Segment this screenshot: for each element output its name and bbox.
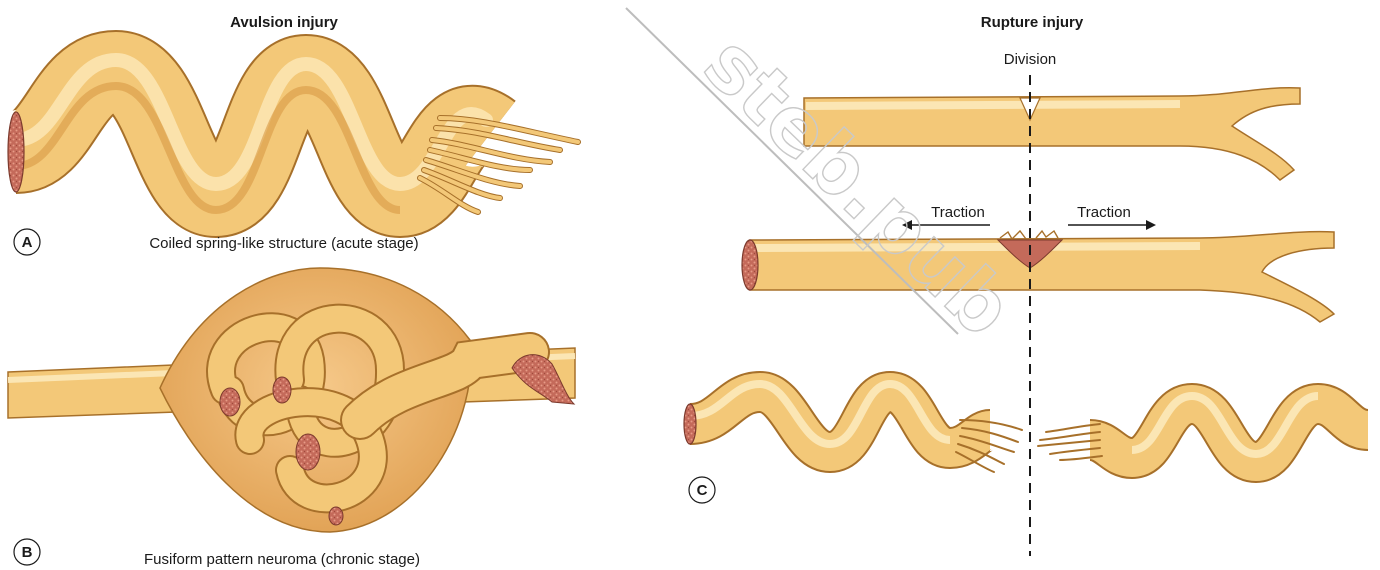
traction-arrow-right (1068, 220, 1156, 230)
cut-surface-acute (8, 112, 24, 192)
svg-text:B: B (22, 544, 33, 561)
svg-text:C: C (697, 482, 708, 499)
svg-text:A: A (22, 234, 33, 251)
nerve-rupture-proximal (684, 384, 1022, 472)
division-label: Division (1004, 51, 1057, 68)
rupture-title: Rupture injury (981, 14, 1084, 31)
panel-a-label: A (14, 229, 40, 255)
panel-c-label: C (689, 477, 715, 503)
panel-b-caption: Fusiform pattern neuroma (chronic stage) (144, 551, 420, 568)
fusiform-neuroma-chronic (8, 268, 575, 532)
nerve-traction-stage (742, 231, 1334, 322)
coiled-nerve-acute (8, 60, 578, 212)
traction-label-right: Traction (1077, 204, 1131, 221)
watermark: steb.pub (687, 19, 1030, 354)
nerve-rupture-distal (1038, 396, 1368, 462)
avulsion-title: Avulsion injury (230, 14, 338, 31)
panel-b-label: B (14, 539, 40, 565)
panel-a-caption: Coiled spring-like structure (acute stag… (149, 235, 418, 252)
